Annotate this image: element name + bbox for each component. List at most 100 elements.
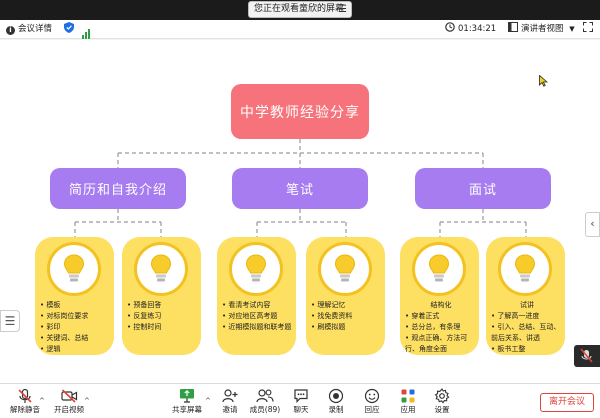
apps-button[interactable]: 应用	[394, 387, 422, 415]
member-list-tab[interactable]: ☰	[0, 310, 20, 332]
chevron-up-icon[interactable]: ^	[205, 397, 211, 405]
members-button[interactable]: 成员(89)	[248, 387, 282, 415]
tip-list-item: 找免费资料	[311, 311, 383, 322]
screen-share-banner: 您正在观看童欣的屏幕 ☰	[0, 0, 600, 20]
start-video-button[interactable]: 开启视频	[52, 387, 86, 415]
tip-card-text: 看清考试内容对应地区高考题近期模拟题和联考题	[222, 300, 294, 333]
share-screen-button[interactable]: 共享屏幕	[170, 387, 204, 415]
chevron-up-icon[interactable]: ^	[39, 397, 45, 405]
tip-list-item: 总分总，有条理	[405, 322, 477, 333]
tip-list-item: 观点正确、方法可行、角度全面	[405, 333, 477, 355]
tip-card: 试讲了解高一进度引入、总结、互动、前后关系、讲透板书工整	[486, 237, 565, 355]
tip-card: 预备回答反复练习控制时间	[122, 237, 201, 355]
category-interview: 面试	[415, 168, 551, 209]
network-signal[interactable]	[82, 22, 91, 39]
tip-list-item: 了解高一进度	[491, 311, 563, 322]
bulb-badge	[229, 242, 283, 296]
tip-list-item: 对标岗位要求	[40, 311, 112, 322]
tip-card-text: 预备回答反复练习控制时间	[127, 300, 199, 333]
unmute-button[interactable]: 解除静音	[8, 387, 42, 415]
reaction-button[interactable]: 回应	[358, 387, 386, 415]
settings-button[interactable]: 设置	[428, 387, 456, 415]
menu-icon[interactable]: ☰	[338, 4, 347, 15]
shared-slide: 中学教师经验分享 简历和自我介绍 笔试 面试 模板对标岗位要求彩印关键词、总结逻…	[0, 40, 600, 383]
tip-list-item: 引入、总结、互动、前后关系、讲透	[491, 322, 563, 344]
tip-card-heading: 结构化	[430, 301, 452, 309]
tip-list-item: 对应地区高考题	[222, 311, 294, 322]
category-resume: 简历和自我介绍	[50, 168, 186, 209]
share-status-pill[interactable]: 您正在观看童欣的屏幕 ☰	[248, 1, 352, 18]
view-mode-label: 演讲者视图	[521, 24, 564, 34]
side-panel-toggle[interactable]: ‹	[585, 212, 600, 237]
lightbulb-icon	[63, 254, 85, 282]
tip-card: 理解记忆找免费资料刷模拟题	[306, 237, 385, 355]
bulb-badge	[412, 242, 466, 296]
tip-list-item: 逻辑	[40, 344, 112, 355]
record-button[interactable]: 录制	[322, 387, 350, 415]
lightbulb-icon	[428, 254, 450, 282]
share-screen-icon	[180, 389, 194, 403]
mindmap-connectors	[74, 139, 527, 237]
tip-card-text: 模板对标岗位要求彩印关键词、总结逻辑	[40, 300, 112, 355]
mic-muted-icon	[580, 348, 593, 363]
meeting-control-bar: 解除静音 ^ 开启视频 ^ 共享屏幕 ^ 邀请	[0, 383, 600, 418]
tip-list: 了解高一进度引入、总结、互动、前后关系、讲透板书工整	[491, 311, 563, 355]
tip-list: 模板对标岗位要求彩印关键词、总结逻辑	[40, 300, 112, 355]
layout-icon	[508, 22, 518, 32]
start-video-label: 开启视频	[54, 405, 84, 414]
bulb-badge	[498, 242, 552, 296]
tip-list-item: 理解记忆	[311, 300, 383, 311]
smiley-icon	[364, 388, 380, 403]
chat-icon	[294, 389, 308, 403]
fullscreen-button[interactable]	[583, 22, 593, 37]
tip-card-heading: 试讲	[520, 301, 534, 309]
apps-label: 应用	[400, 405, 416, 414]
bulb-badge	[134, 242, 188, 296]
tip-list: 穿着正式总分总，有条理观点正确、方法可行、角度全面	[405, 311, 477, 355]
shield-icon	[64, 22, 74, 33]
tip-card-text: 试讲了解高一进度引入、总结、互动、前后关系、讲透板书工整	[491, 300, 563, 355]
clock-icon	[445, 22, 455, 32]
mic-muted-icon	[18, 388, 32, 403]
view-mode-dropdown[interactable]: 演讲者视图 ▼	[508, 22, 575, 37]
gear-icon	[434, 387, 450, 404]
fullscreen-icon	[583, 22, 593, 32]
tip-list-item: 穿着正式	[405, 311, 477, 322]
tip-list-item: 模板	[40, 300, 112, 311]
tip-list: 预备回答反复练习控制时间	[127, 300, 199, 333]
meeting-timer: 01:34:21	[445, 22, 496, 37]
leave-meeting-button[interactable]: 离开会议	[540, 393, 594, 412]
tip-list-item: 关键词、总结	[40, 333, 112, 344]
tip-card: 模板对标岗位要求彩印关键词、总结逻辑	[35, 237, 114, 355]
list-icon: ☰	[4, 314, 16, 328]
tip-list-item: 看清考试内容	[222, 300, 294, 311]
lightbulb-icon	[514, 254, 536, 282]
tip-list-item: 控制时间	[127, 322, 199, 333]
invite-button[interactable]: 邀请	[216, 387, 244, 415]
record-icon	[328, 388, 344, 403]
floating-video-window[interactable]	[574, 345, 600, 367]
security-shield-button[interactable]	[64, 22, 74, 37]
chevron-up-icon[interactable]: ^	[84, 397, 90, 405]
settings-label: 设置	[434, 405, 450, 414]
lightbulb-icon	[150, 254, 172, 282]
reaction-label: 回应	[364, 405, 380, 414]
timer-text: 01:34:21	[458, 24, 497, 34]
tip-list-item: 板书工整	[491, 344, 563, 355]
apps-icon	[401, 389, 415, 402]
lightbulb-icon	[245, 254, 267, 282]
chat-button[interactable]: 聊天	[288, 387, 314, 415]
share-status-text: 您正在观看童欣的屏幕	[254, 4, 345, 14]
lightbulb-icon	[334, 254, 356, 282]
tip-list-item: 近期模拟题和联考题	[222, 322, 294, 333]
tip-list-item: 彩印	[40, 322, 112, 333]
add-user-icon	[222, 389, 238, 403]
chevron-left-icon: ‹	[590, 217, 595, 230]
chevron-down-icon: ▼	[569, 25, 575, 33]
tip-list: 理解记忆找免费资料刷模拟题	[311, 300, 383, 333]
tip-list-item: 反复练习	[127, 311, 199, 322]
tip-card: 结构化穿着正式总分总，有条理观点正确、方法可行、角度全面	[400, 237, 479, 355]
category-written-exam: 笔试	[232, 168, 368, 209]
